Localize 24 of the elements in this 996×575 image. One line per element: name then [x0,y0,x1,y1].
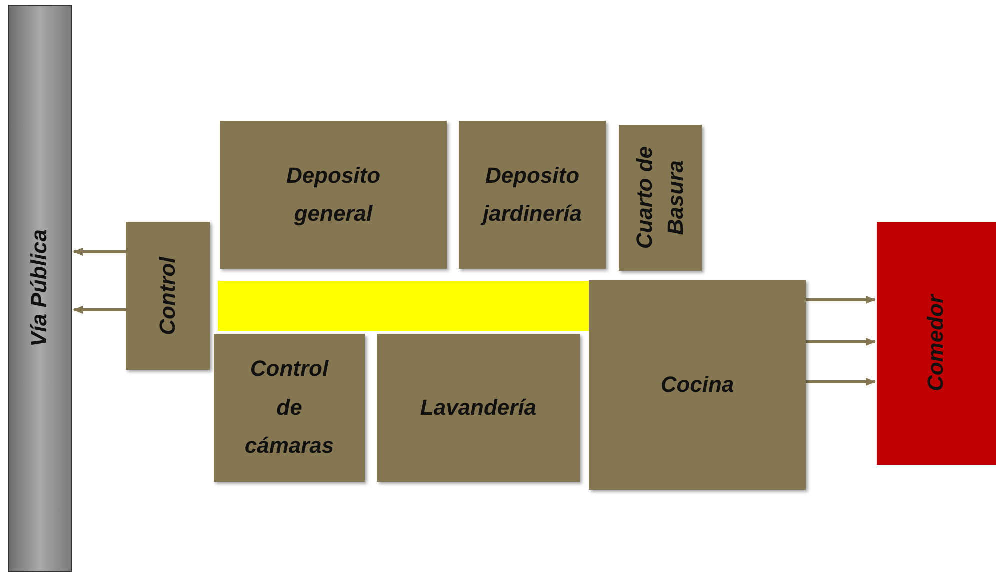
room-label: Cocina [660,370,734,399]
room-label: Control de cámaras [244,355,336,460]
room-box [214,334,365,482]
room-box [377,334,580,482]
arrow [806,338,876,346]
room-label: Vía Pública [26,230,53,348]
dining-room-box [877,222,996,465]
room-box [589,280,806,490]
arrow [73,306,126,314]
arrow [806,378,876,386]
room-box [126,222,210,370]
arrow [806,296,876,304]
room-label: Lavandería [420,394,537,422]
room-label: Control [154,256,181,336]
arrow [73,248,126,256]
room-box [619,125,702,271]
street-band [8,5,72,572]
room-label: Deposito general [285,162,382,228]
room-box [459,121,606,269]
room-box [220,121,447,269]
room-label: Cuarto de Basura [630,146,688,252]
room-label: Comedor [922,295,950,392]
room-label: Deposito jardinería [480,162,584,228]
corridor-bar [218,281,590,331]
